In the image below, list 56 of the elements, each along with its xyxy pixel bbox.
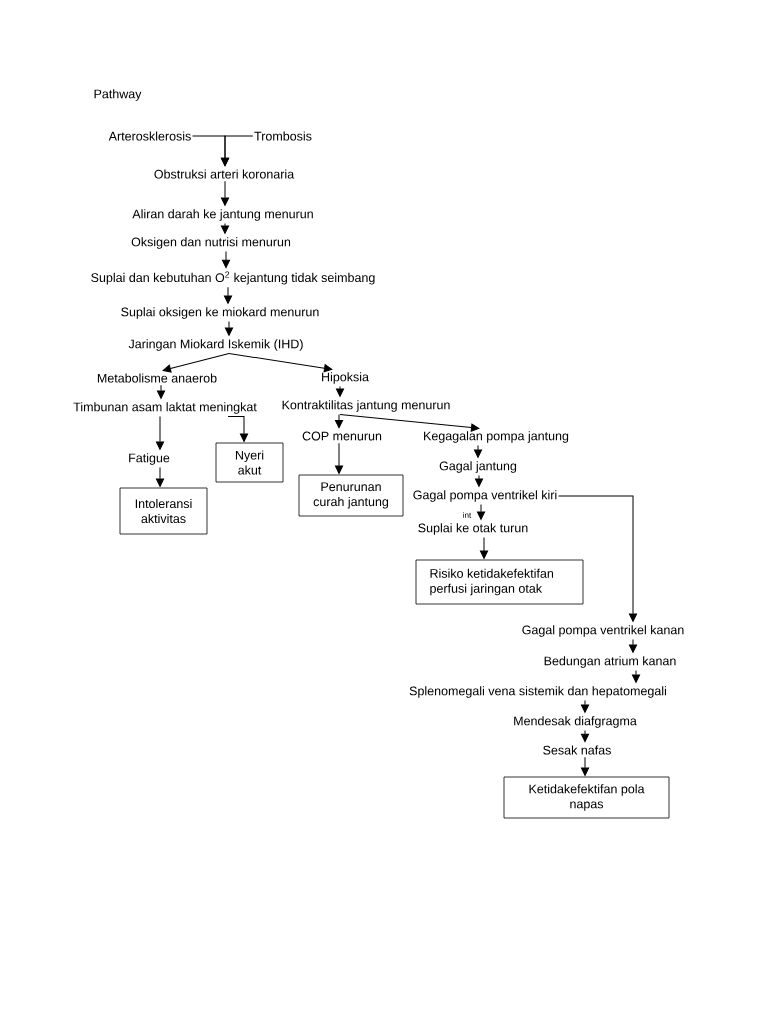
arrow bbox=[335, 386, 345, 397]
step-text: Aliran darah ke jantung menurun bbox=[132, 209, 313, 221]
diagnosis-box: Risiko ketidakefektifan perfusi jaringan otak bbox=[415, 559, 584, 605]
step-text: Fatigue bbox=[129, 453, 170, 465]
step-text: Trombosis bbox=[254, 131, 312, 141]
arrow bbox=[473, 445, 483, 458]
note-text: int bbox=[463, 512, 472, 518]
arrow bbox=[476, 504, 486, 520]
step-text: Timbunan asam laktat meningkat bbox=[73, 402, 257, 414]
arrow bbox=[474, 475, 484, 487]
step-text: Jaringan Miokard Iskemik (IHD) bbox=[128, 339, 303, 351]
step-text: Kegagalan pompa jantung bbox=[424, 431, 569, 443]
step-text: Metabolisme anaerob bbox=[97, 373, 217, 383]
arrow bbox=[580, 756, 590, 776]
arrow bbox=[223, 286, 233, 304]
step-text: Kontraktilitas jantung menurun bbox=[282, 400, 450, 412]
step-text: Sesak nafas bbox=[543, 745, 611, 755]
step-text: Suplai dan kebutuhan O$^{2}$ kejantung tidak seimbang bbox=[91, 271, 375, 285]
step-text: Suplai ke otak turun bbox=[418, 523, 528, 535]
diagnosis-box: Intoleransi aktivitas bbox=[119, 487, 208, 535]
arrow bbox=[580, 730, 590, 743]
arrow bbox=[339, 414, 480, 432]
step-text: Arterosklerosis bbox=[108, 131, 191, 141]
arrow bbox=[580, 700, 590, 713]
step-text: Obstruksi arteri koronaria bbox=[154, 169, 295, 179]
arrow bbox=[479, 537, 489, 559]
arrow bbox=[220, 180, 230, 206]
arrow bbox=[628, 639, 638, 653]
step-text: Gagal pompa ventrikel kanan bbox=[522, 625, 684, 637]
arrow bbox=[228, 353, 333, 373]
arrow bbox=[334, 442, 344, 474]
step-text: Bedungan atrium kanan bbox=[544, 656, 676, 668]
diagnosis-box: Ketidakefektifan pola napas bbox=[503, 776, 670, 819]
diagnosis-box: Nyeri akut bbox=[215, 442, 284, 483]
arrow bbox=[156, 384, 166, 399]
step-text: Splenomegali vena sistemik dan hepatomegali bbox=[409, 686, 666, 698]
step-text: Mendesak diafgragma bbox=[514, 716, 637, 728]
step-text: Oksigen dan nutrisi menurun bbox=[131, 237, 291, 249]
arrow bbox=[155, 467, 165, 487]
step-text: Hipoksia bbox=[322, 372, 369, 384]
arrow bbox=[557, 495, 638, 622]
diagnosis-box: Penurunan curah jantung bbox=[298, 474, 404, 517]
step-text: Gagal pompa ventrikel kiri bbox=[413, 490, 557, 502]
step-text: Gagal jantung bbox=[439, 461, 517, 473]
arrow bbox=[155, 416, 165, 450]
arrow bbox=[334, 414, 344, 429]
arrow bbox=[220, 135, 254, 167]
step-text: COP menurun bbox=[302, 431, 382, 441]
step-text: Suplai oksigen ke miokard menurun bbox=[121, 307, 319, 319]
arrow bbox=[224, 321, 234, 336]
arrow bbox=[631, 670, 641, 683]
arrow bbox=[221, 251, 231, 269]
arrow bbox=[220, 223, 230, 234]
arrow bbox=[227, 416, 249, 442]
title: Pathway bbox=[94, 89, 142, 101]
arrow bbox=[162, 353, 230, 373]
